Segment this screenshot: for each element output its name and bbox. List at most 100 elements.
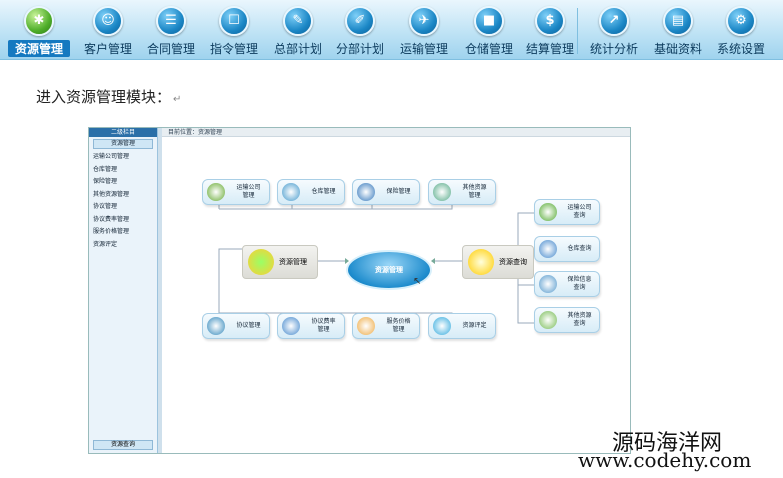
flow-box-icon bbox=[207, 183, 225, 201]
contract-icon: ☰ bbox=[156, 6, 186, 36]
nav-tab-8[interactable]: $ 结算管理 bbox=[519, 0, 581, 60]
flow-box-icon bbox=[207, 317, 225, 335]
nav-tab-label: 运输管理 bbox=[399, 42, 448, 56]
sidebar-title[interactable]: 资源管理 bbox=[93, 139, 153, 149]
flow-box-icon bbox=[433, 317, 451, 335]
sidebar-header: 二级栏目 bbox=[89, 128, 157, 137]
hub-resource-management[interactable]: 资源管理 bbox=[242, 245, 318, 279]
sidebar-item[interactable]: 协议管理 bbox=[93, 203, 118, 210]
branch-plan-icon: ✐ bbox=[345, 6, 375, 36]
mouse-cursor-icon: ↖ bbox=[413, 276, 422, 287]
flow-box-label: 保险管理 bbox=[386, 188, 411, 195]
flow-box-label: 协议费率 管理 bbox=[311, 318, 336, 333]
nav-tab-label: 客户管理 bbox=[83, 42, 132, 56]
sidebar-item[interactable]: 仓库管理 bbox=[93, 165, 118, 173]
hub-right-label: 资源查询 bbox=[499, 258, 527, 266]
query-icon bbox=[468, 249, 494, 275]
nav-tab-4[interactable]: ✎ 总部计划 bbox=[267, 0, 329, 60]
watermark-url: www.codehy.com bbox=[578, 448, 752, 472]
sidebar-item[interactable]: 服务价格管理 bbox=[93, 228, 130, 235]
nav-tab-label: 指令管理 bbox=[209, 42, 258, 56]
flow-box-top_boxes-3[interactable]: 其他资源 管理 bbox=[428, 179, 496, 205]
sidebar-item[interactable]: 资源评定 bbox=[93, 240, 118, 248]
breadcrumb: 目前位置：资源管理 bbox=[162, 128, 630, 137]
dollar-icon: $ bbox=[535, 6, 565, 36]
nav-tab-1[interactable]: ☺ 客户管理 bbox=[77, 0, 139, 60]
nav-tab-0[interactable]: ✱资源管理 bbox=[8, 0, 70, 60]
flow-box-bottom_boxes-1[interactable]: 协议费率 管理 bbox=[277, 313, 345, 339]
truck-icon: ✈ bbox=[409, 6, 439, 36]
sidebar-item[interactable]: 运输公司管理 bbox=[93, 153, 130, 160]
flow-box-label: 仓库查询 bbox=[567, 245, 592, 252]
flow-box-icon bbox=[357, 317, 375, 335]
sidebar-item[interactable]: 协议费率管理 bbox=[93, 215, 130, 223]
customer-icon: ☺ bbox=[93, 6, 123, 36]
embedded-screenshot: 二级栏目 资源管理 运输公司管理仓库管理保险管理其他资源管理协议管理协议费率管理… bbox=[88, 127, 631, 454]
center-node[interactable]: 资源管理 bbox=[346, 250, 432, 290]
flow-box-right_boxes-1[interactable]: 仓库查询 bbox=[534, 236, 600, 262]
flow-box-label: 服务价格 管理 bbox=[386, 318, 411, 333]
nav-tab-5[interactable]: ✐ 分部计划 bbox=[329, 0, 391, 60]
nav-tab-6[interactable]: ✈ 运输管理 bbox=[393, 0, 455, 60]
flow-box-right_boxes-0[interactable]: 运输公司 查询 bbox=[534, 199, 600, 225]
flow-box-top_boxes-0[interactable]: 运输公司 管理 bbox=[202, 179, 270, 205]
sidebar-item[interactable]: 其他资源管理 bbox=[93, 190, 130, 198]
flow-box-bottom_boxes-0[interactable]: 协议管理 bbox=[202, 313, 270, 339]
nav-tab-label: 基础资料 bbox=[653, 42, 702, 56]
nav-tab-label: 分部计划 bbox=[335, 42, 384, 56]
resource-icon: ✱ bbox=[24, 6, 54, 36]
sidebar: 二级栏目 资源管理 运输公司管理仓库管理保险管理其他资源管理协议管理协议费率管理… bbox=[89, 128, 158, 453]
sidebar-collapse-strip[interactable] bbox=[158, 128, 162, 453]
flow-box-icon bbox=[357, 183, 375, 201]
flow-box-label: 运输公司 管理 bbox=[236, 184, 261, 199]
flow-box-label: 其他资源 查询 bbox=[567, 312, 592, 327]
flow-box-label: 协议管理 bbox=[236, 322, 261, 329]
stats-icon: ↗ bbox=[599, 6, 629, 36]
flow-box-bottom_boxes-3[interactable]: 资源评定 bbox=[428, 313, 496, 339]
flow-box-icon bbox=[282, 183, 300, 201]
flow-box-top_boxes-2[interactable]: 保险管理 bbox=[352, 179, 420, 205]
hq-plan-icon: ✎ bbox=[283, 6, 313, 36]
flow-box-icon bbox=[433, 183, 451, 201]
sidebar-item[interactable]: 保险管理 bbox=[93, 178, 118, 185]
flow-box-label: 其他资源 管理 bbox=[462, 184, 487, 199]
sidebar-footer-button[interactable]: 资源查询 bbox=[93, 440, 153, 450]
flow-box-icon bbox=[539, 275, 557, 293]
return-mark: ↵ bbox=[173, 94, 182, 105]
nav-tab-7[interactable]: ■ 仓储管理 bbox=[458, 0, 520, 60]
nav-tab-label: 系统设置 bbox=[716, 42, 765, 56]
flow-box-bottom_boxes-2[interactable]: 服务价格 管理 bbox=[352, 313, 420, 339]
nav-tab-label: 总部计划 bbox=[273, 42, 322, 56]
settings-icon: ⚙ bbox=[726, 6, 756, 36]
flow-diagram: 运输公司 管理 仓库管理 保险管理 其他资源 管理协议管理 协议费率 管理 服务价格 管理… bbox=[162, 137, 630, 453]
flow-box-right_boxes-3[interactable]: 其他资源 查询 bbox=[534, 307, 600, 333]
nav-tab-3[interactable]: ☐ 指令管理 bbox=[203, 0, 265, 60]
top-nav-bar: ✱资源管理 ☺ 客户管理 ☰ 合同管理 ☐ 指令管理 ✎ 总部计划 ✐ 分部计划 ✈ 运输管理 ■ 仓储管理… bbox=[0, 0, 783, 60]
flow-box-right_boxes-2[interactable]: 保险信息 查询 bbox=[534, 271, 600, 297]
hub-resource-query[interactable]: 资源查询 bbox=[462, 245, 534, 279]
nav-tab-2[interactable]: ☰ 合同管理 bbox=[140, 0, 202, 60]
flow-box-top_boxes-1[interactable]: 仓库管理 bbox=[277, 179, 345, 205]
flow-box-icon bbox=[539, 311, 557, 329]
hub-left-label: 资源管理 bbox=[279, 258, 307, 266]
nav-tab-11[interactable]: ⚙ 系统设置 bbox=[710, 0, 772, 60]
flow-box-label: 保险信息 查询 bbox=[567, 276, 592, 291]
cubes-icon bbox=[248, 249, 274, 275]
warehouse-icon: ■ bbox=[474, 6, 504, 36]
watermark-title: 源码海洋网 bbox=[612, 431, 723, 456]
nav-tab-9[interactable]: ↗ 统计分析 bbox=[583, 0, 645, 60]
nav-separator bbox=[577, 8, 578, 54]
nav-tab-label: 仓储管理 bbox=[464, 42, 513, 56]
flow-box-icon bbox=[539, 240, 557, 258]
flow-box-icon bbox=[282, 317, 300, 335]
order-icon: ☐ bbox=[219, 6, 249, 36]
nav-tab-label: 合同管理 bbox=[146, 42, 195, 56]
nav-tab-label: 结算管理 bbox=[525, 42, 574, 56]
nav-tab-label: 统计分析 bbox=[589, 42, 638, 56]
flow-box-label: 资源评定 bbox=[462, 322, 487, 329]
intro-text: 进入资源管理模块：↵ bbox=[36, 88, 182, 106]
folder-icon: ▤ bbox=[663, 6, 693, 36]
nav-tab-10[interactable]: ▤ 基础资料 bbox=[647, 0, 709, 60]
flow-box-label: 仓库管理 bbox=[311, 188, 336, 195]
flow-box-icon bbox=[539, 203, 557, 221]
